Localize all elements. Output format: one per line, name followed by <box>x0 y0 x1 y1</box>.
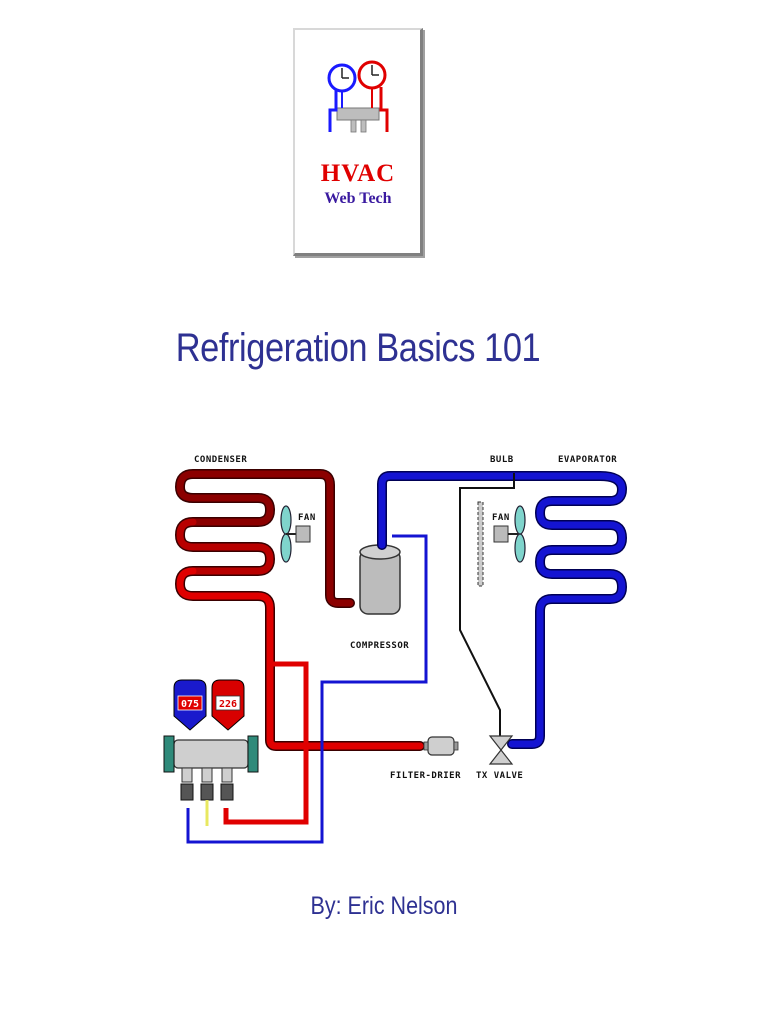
refrigeration-cycle-diagram: 075 226 CONDENSER FAN COMPRESSOR BULB EV… <box>163 455 627 844</box>
condenser-fan-icon <box>280 505 311 563</box>
tx-valve-icon <box>488 735 514 765</box>
bulb-label: BULB <box>490 455 514 465</box>
filter-drier-label: FILTER-DRIER <box>390 771 461 781</box>
condenser-label: CONDENSER <box>194 455 247 465</box>
filter-drier-icon <box>423 736 459 756</box>
condenser-coil <box>175 469 425 751</box>
page-title: Refrigeration Basics 101 <box>175 326 541 370</box>
high-side-reading: 226 <box>219 699 237 710</box>
compressor-icon <box>359 544 401 615</box>
sensing-bulb-line <box>459 473 515 736</box>
low-side-reading: 075 <box>181 699 199 710</box>
evaporator-label: EVAPORATOR <box>558 455 617 465</box>
condenser-fan-label: FAN <box>298 513 316 523</box>
evaporator-fan-label: FAN <box>492 513 510 523</box>
high-side-hose <box>223 661 309 825</box>
low-side-hose <box>186 534 428 844</box>
author-line: By: Eric Nelson <box>310 892 458 920</box>
logo-title: HVAC <box>320 160 396 187</box>
tx-valve-label: TX VALVE <box>476 771 523 781</box>
manifold-gauge-set: 075 226 <box>163 679 259 826</box>
logo-subtitle: Web Tech <box>324 190 392 207</box>
low-side-gauge <box>177 695 203 711</box>
hvac-logo: HVAC Web Tech <box>293 28 423 256</box>
manifold-gauge-icon <box>327 60 389 133</box>
compressor-label: COMPRESSOR <box>350 641 409 651</box>
evaporator-fan-icon <box>477 501 526 587</box>
high-side-gauge <box>215 695 241 711</box>
suction-line <box>377 471 627 749</box>
